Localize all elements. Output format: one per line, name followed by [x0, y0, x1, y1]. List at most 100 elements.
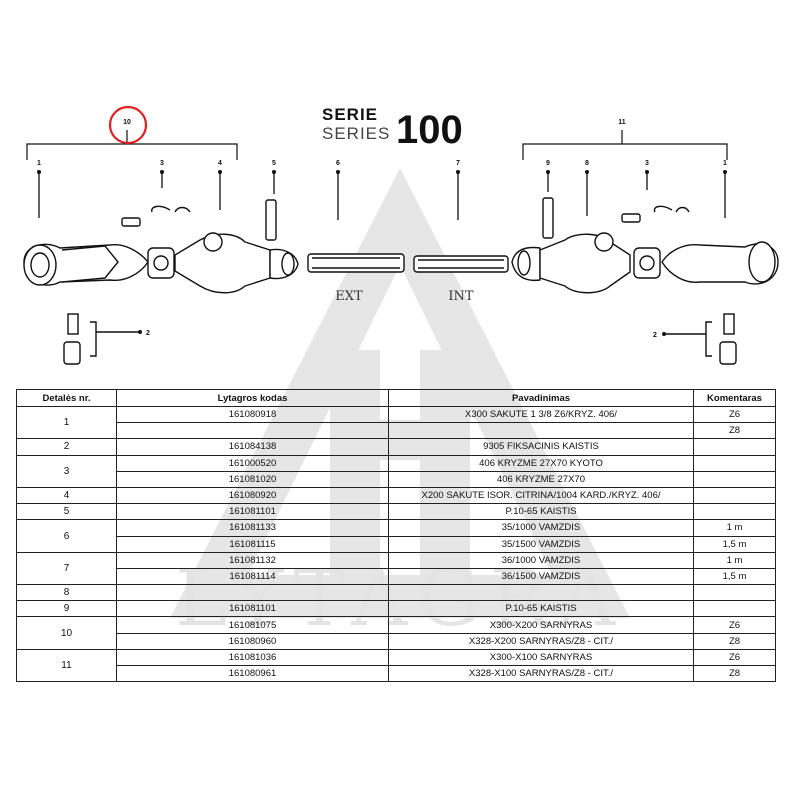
cell-name: X328-X200 SARNYRAS/Z8 - CIT./: [388, 632, 694, 650]
cell-detail-nr: 11: [16, 648, 117, 683]
callout-2-left: 2: [146, 330, 150, 337]
table-header-row: Detalės nr. Lytagros kodas Pavadinimas K…: [16, 389, 776, 407]
cell-name: 35/1500 VAMZDIS: [388, 535, 694, 553]
callout-3-left: 3: [160, 160, 164, 167]
cell-comment: Z6: [693, 648, 776, 667]
series-number: 100: [396, 108, 463, 152]
shaft-ext: [307, 253, 405, 273]
header-detail-nr: Detalės nr.: [16, 389, 117, 407]
cell-comment: [693, 600, 776, 618]
cell-code: 161084138: [116, 438, 389, 456]
leader-lines-right: [547, 172, 726, 218]
cell-code: [116, 584, 389, 602]
pin-right: [664, 313, 737, 365]
cell-comment: [693, 503, 776, 521]
cell-name: [388, 584, 694, 602]
cell-code: 161080918: [116, 405, 389, 424]
cell-detail-nr: 8: [16, 584, 117, 602]
right-yoke-assembly: [511, 197, 779, 294]
cell-name: X300-X100 SARNYRAS: [388, 648, 694, 667]
cell-comment: [693, 438, 776, 456]
series-title: SERIE SERIES 100: [322, 106, 463, 150]
shaft-int: [413, 255, 509, 273]
cell-code: 161081101: [116, 503, 389, 521]
cell-name: X300-X200 SARNYRAS: [388, 616, 694, 634]
left-yoke-assembly: [23, 199, 299, 294]
int-label: INT: [448, 289, 474, 304]
cell-code: 161081101: [116, 600, 389, 618]
cell-code: 161081133: [116, 519, 389, 537]
cell-name: 36/1500 VAMZDIS: [388, 567, 694, 586]
cell-code: 161081115: [116, 535, 389, 553]
cell-name: 36/1000 VAMZDIS: [388, 551, 694, 569]
cell-name: X328-X100 SARNYRAS/Z8 - CIT./: [388, 664, 694, 683]
table-row: Z8: [17, 422, 776, 440]
pin-left: [63, 313, 140, 365]
highlight-circle: [108, 105, 148, 145]
callout-9: 9: [546, 160, 550, 167]
cell-comment: 1 m: [693, 551, 776, 569]
cell-name: 406 KRYZME 27X70: [388, 470, 694, 488]
callout-8: 8: [585, 160, 589, 167]
header-name: Pavadinimas: [388, 389, 694, 407]
cell-code: 161081036: [116, 648, 389, 667]
cell-comment: [693, 454, 776, 472]
cell-code: 161081114: [116, 567, 389, 586]
cell-code: 161081075: [116, 616, 389, 634]
header-code: Lytagros kodas: [116, 389, 389, 407]
callout-10: 10: [123, 119, 131, 126]
cell-detail-nr: 9: [16, 600, 117, 618]
cell-code: 161081020: [116, 470, 389, 488]
cell-comment: [693, 470, 776, 488]
cell-code: 161080961: [116, 664, 389, 683]
cell-code: 161080960: [116, 632, 389, 650]
exploded-diagram: 10 11 1 3 4 5 6 7 9 8 3 1: [23, 105, 779, 365]
callout-3-right: 3: [645, 160, 649, 167]
cell-detail-nr: 10: [16, 616, 117, 650]
cell-comment: 1 m: [693, 519, 776, 537]
callout-4: 4: [218, 160, 222, 167]
cell-code: 161000520: [116, 454, 389, 472]
cell-comment: Z6: [693, 405, 776, 424]
group-bracket-left: [26, 130, 238, 160]
callout-5: 5: [272, 160, 276, 167]
cell-comment: Z6: [693, 616, 776, 634]
cell-code: 161080920: [116, 486, 389, 505]
cell-name: X300 SAKUTE 1 3/8 Z6/KRYZ. 406/: [388, 405, 694, 424]
ext-label: EXT: [335, 289, 363, 304]
cell-name: 35/1000 VAMZDIS: [388, 519, 694, 537]
callout-1-right: 1: [723, 160, 727, 167]
callout-7: 7: [456, 160, 460, 167]
cell-comment: 1,5 m: [693, 567, 776, 586]
cell-code: 161081132: [116, 551, 389, 569]
cell-comment: Z8: [693, 664, 776, 683]
callout-2-right: 2: [653, 332, 657, 339]
cell-comment: [693, 486, 776, 505]
cell-comment: Z8: [693, 632, 776, 650]
cell-name: X200 SAKUTE ISOR. CITRINA/1004 KARD./KRY…: [388, 486, 694, 505]
leader-lines-left: [38, 172, 459, 220]
cell-name: 406 KRYZME 27X70 KYOTO: [388, 454, 694, 472]
callout-6: 6: [336, 160, 340, 167]
cell-comment: 1,5 m: [693, 535, 776, 553]
cell-name: 9305 FIKSACINIS KAISTIS: [388, 438, 694, 456]
cell-name: P.10-65 KAISTIS: [388, 600, 694, 618]
cell-detail-nr: 6: [16, 519, 117, 553]
cell-detail-nr: 5: [16, 503, 117, 521]
cell-comment: Z8: [693, 422, 776, 440]
